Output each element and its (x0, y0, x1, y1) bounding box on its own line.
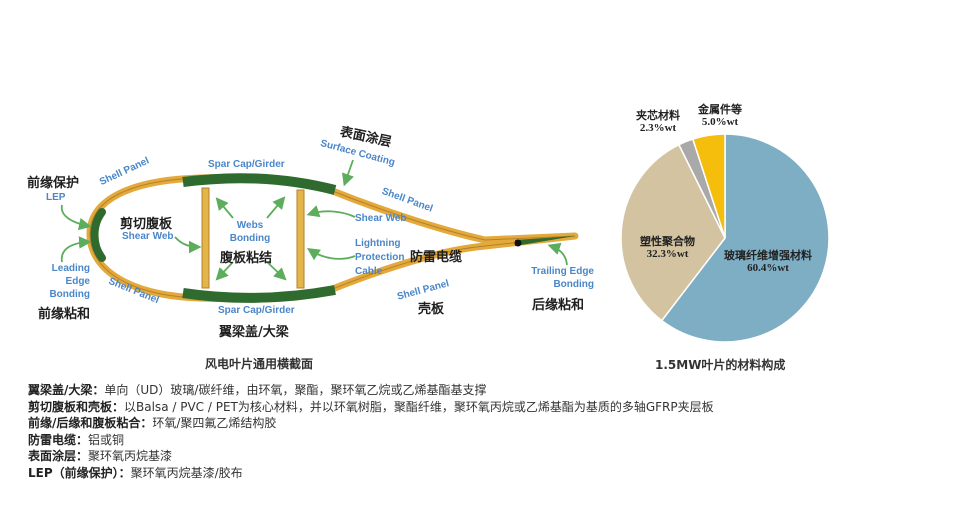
te-bonding-line1: Trailing Edge (531, 266, 594, 277)
label-lep-en: LEP (46, 192, 66, 203)
note-row: LEP（前缘保护）：聚环氧丙烷基漆/胶布 (28, 465, 714, 482)
note-row: 表面涂层：聚环氧丙烷基漆 (28, 448, 714, 465)
webs-bonding-line1: Webs (236, 220, 264, 231)
te-bonding-line2: Bonding (553, 279, 594, 290)
label-le-bonding-en: Leading Edge Bonding (42, 262, 90, 301)
webs-bonding-line2: Bonding (229, 233, 271, 244)
note-row: 防雷电缆：铝或铜 (28, 432, 714, 449)
label-webs-bonding-cn: 腹板粘结 (220, 251, 273, 266)
polymer-name: 塑性聚合物 (640, 236, 695, 248)
diagram-caption: 风电叶片通用横截面 (205, 357, 314, 371)
note-text: 铝或铜 (88, 432, 125, 447)
pie-chart-title: 1.5MW叶片的材料构成 (655, 358, 786, 372)
lightning-line1: Lightning (355, 238, 401, 249)
note-key: 表面涂层： (28, 449, 89, 463)
pie-chart-svg (620, 133, 830, 343)
note-key: 防雷电缆： (28, 432, 89, 447)
pie-label-gfrp: 玻璃纤维增强材料 60.4%wt (724, 250, 812, 274)
core-material-name: 夹芯材料 (636, 110, 680, 122)
material-composition-pie-chart: 夹芯材料 2.3%wt 金属件等 5.0%wt 塑性聚合物 32.3%wt 玻璃… (600, 90, 860, 380)
label-lightning-cable-cn: 防雷电缆 (410, 250, 463, 265)
label-shear-web-right-en: Shear Web (355, 213, 407, 224)
gfrp-value: 60.4%wt (747, 262, 789, 274)
pie-label-core-material: 夹芯材料 2.3%wt (636, 110, 680, 134)
lightning-line3: Cable (355, 266, 383, 277)
blade-cross-section-diagram: 前缘保护 LEP Shell Panel Spar Cap/Girder 表面涂… (0, 0, 600, 380)
note-text: 聚环氧丙烷基漆 (88, 449, 173, 463)
label-spar-cap-bottom-en: Spar Cap/Girder (218, 305, 295, 316)
lightning-line2: Protection (355, 252, 405, 263)
pie-label-metal-parts: 金属件等 5.0%wt (698, 104, 742, 128)
label-shear-web-en: Shear Web (122, 231, 174, 242)
label-te-bonding-en: Trailing Edge Bonding (522, 265, 594, 291)
label-lep-cn: 前缘保护 (27, 176, 80, 191)
le-bonding-line3: Bonding (49, 289, 90, 300)
label-spar-cap-bottom-cn: 翼梁盖/大梁 (219, 325, 289, 340)
label-le-bonding-cn: 前缘粘和 (38, 307, 91, 322)
material-notes: 翼梁盖/大梁：单向（UD）玻璃/碳纤维，由环氧，聚酯，聚环氧乙烷或乙烯基酯基支撑… (28, 382, 714, 481)
polymer-value: 32.3%wt (646, 248, 689, 260)
le-bonding-line1: Leading (51, 263, 90, 274)
note-row: 翼梁盖/大梁：单向（UD）玻璃/碳纤维，由环氧，聚酯，聚环氧乙烷或乙烯基酯基支撑 (28, 382, 714, 399)
core-material-value: 2.3%wt (639, 122, 677, 134)
note-row: 剪切腹板和壳板：以Balsa / PVC / PET为核心材料，并以环氧树脂，聚… (28, 399, 714, 416)
gfrp-name: 玻璃纤维增强材料 (724, 250, 812, 262)
note-row: 前缘/后缘和腹板粘合：环氧/聚四氟乙烯结构胶 (28, 415, 714, 432)
blade-airfoil-shape (60, 159, 579, 303)
metal-parts-value: 5.0%wt (701, 116, 739, 128)
note-key: 前缘/后缘和腹板粘合： (28, 416, 153, 430)
pie-slice (691, 133, 726, 239)
label-spar-cap-top: Spar Cap/Girder (208, 159, 285, 170)
note-key: 翼梁盖/大梁： (28, 383, 105, 397)
note-key: 剪切腹板和壳板： (28, 399, 125, 414)
note-key: LEP（前缘保护）： (28, 465, 131, 480)
le-bonding-line2: Edge (65, 276, 90, 287)
note-text: 单向（UD）玻璃/碳纤维，由环氧，聚酯，聚环氧乙烷或乙烯基酯基支撑 (104, 383, 487, 397)
label-te-bonding-cn: 后缘粘和 (532, 298, 585, 313)
pie-label-polymer: 塑性聚合物 32.3%wt (640, 236, 695, 260)
note-text: 聚环氧丙烷基漆/胶布 (130, 465, 243, 480)
label-shear-web-cn: 剪切腹板 (120, 217, 173, 232)
note-text: 以Balsa / PVC / PET为核心材料，并以环氧树脂，聚酯纤维，聚环氧丙… (124, 399, 714, 414)
pie-slice (660, 133, 830, 343)
label-lightning-cable-en: Lightning Protection Cable (355, 237, 404, 279)
label-webs-bonding-en: Webs Bonding (222, 219, 278, 245)
label-shell-panel-bottom-right-cn: 壳板 (418, 302, 445, 317)
pie-slice (620, 143, 726, 322)
note-text: 环氧/聚四氟乙烯结构胶 (152, 416, 277, 430)
metal-parts-name: 金属件等 (698, 104, 742, 116)
